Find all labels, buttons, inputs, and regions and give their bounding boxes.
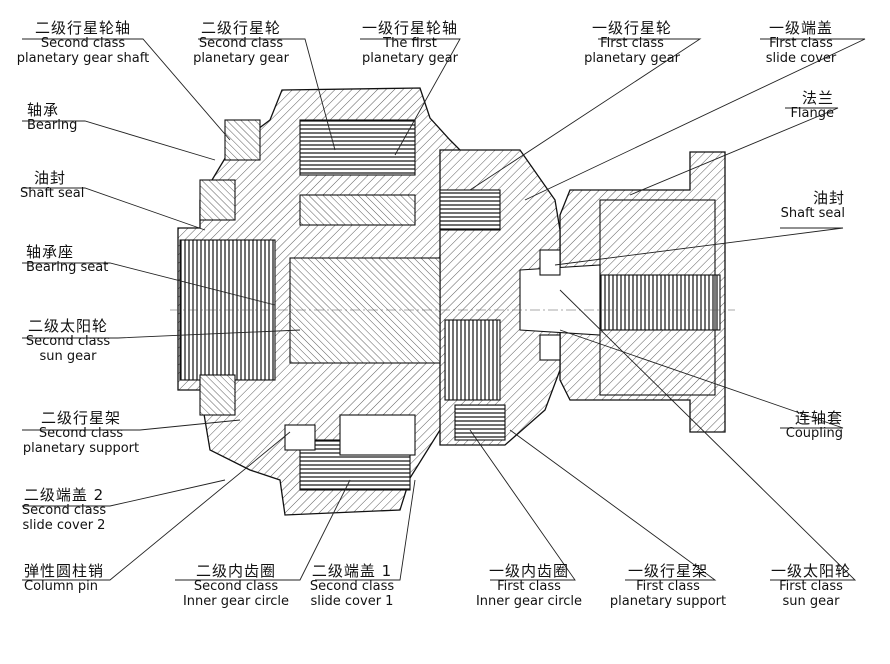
internal-parts (179, 119, 721, 491)
leader-lines (22, 38, 866, 581)
